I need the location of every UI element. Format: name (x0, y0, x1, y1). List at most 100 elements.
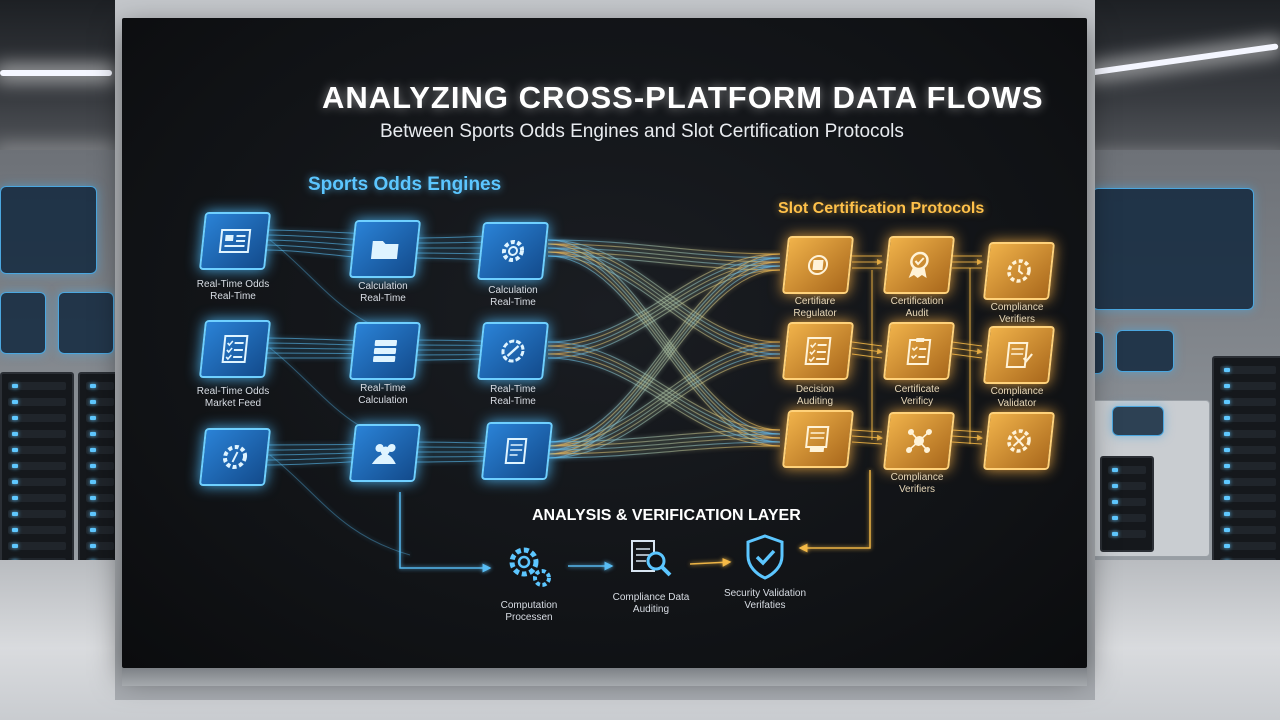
sports-node-4[interactable] (198, 320, 272, 378)
cross-platform-flow (547, 445, 781, 459)
cross-platform-flow (547, 239, 781, 343)
blue-cross-link (269, 454, 411, 556)
cross-platform-flow (547, 433, 781, 447)
sports-node-6[interactable] (476, 322, 550, 380)
sports-node-3[interactable] (476, 222, 550, 280)
gold-connector (951, 434, 983, 441)
cross-platform-flow (547, 251, 781, 443)
rack-led (1224, 528, 1230, 532)
rack-slot (1220, 366, 1276, 374)
kiosk-rack (1100, 456, 1154, 552)
ceiling-light-left (0, 70, 112, 76)
folder-icon (365, 234, 404, 264)
rack-led (1112, 468, 1118, 472)
slot-node-9[interactable] (982, 412, 1056, 470)
slot-node-4[interactable] (781, 322, 855, 380)
slot-node-1[interactable] (781, 236, 855, 294)
rack-led (1224, 416, 1230, 420)
rack-slot (1220, 462, 1276, 470)
wrench-gear-icon (999, 426, 1038, 456)
rack-led (90, 512, 96, 516)
rack-slot (1220, 446, 1276, 454)
sports-node-8[interactable] (348, 424, 422, 482)
gold-connector (951, 347, 983, 355)
rack-led (1224, 368, 1230, 372)
rack-led (90, 448, 96, 452)
dashboard-icon (215, 226, 254, 256)
slot-node-6[interactable] (982, 326, 1056, 384)
rack-led (1224, 496, 1230, 500)
sports-node-9[interactable] (480, 422, 554, 480)
cross-platform-flow (547, 253, 781, 443)
rack-led (12, 544, 18, 548)
slot-node-7[interactable] (781, 410, 855, 468)
cross-platform-flow (547, 239, 781, 255)
gold-connector (851, 341, 883, 347)
rack-led (90, 400, 96, 404)
gear-compass-icon (215, 442, 254, 472)
slot-node-3[interactable] (982, 242, 1056, 300)
database-icon (365, 336, 404, 366)
rack-led (90, 496, 96, 500)
gold-connector (851, 434, 883, 441)
cross-platform-flow (547, 429, 781, 443)
cross-platform-flow (547, 437, 781, 451)
rack-slot (86, 526, 114, 534)
magnifier-document-icon[interactable] (626, 537, 676, 587)
gold-connector (851, 353, 883, 359)
cross-platform-flow (547, 247, 781, 263)
rack-slot (8, 446, 66, 454)
rack-slot (1220, 542, 1276, 550)
gold-connector (851, 347, 883, 355)
rack-led (12, 416, 18, 420)
slot-node-5[interactable] (882, 322, 956, 380)
rack-led (90, 384, 96, 388)
sports-node-5[interactable] (348, 322, 422, 380)
sports-node-1[interactable] (198, 212, 272, 270)
rack-slot (1108, 530, 1146, 538)
rack-led (1112, 532, 1118, 536)
cross-platform-flow (547, 239, 781, 431)
users-icon (365, 438, 404, 468)
shield-gear-icon (999, 256, 1038, 286)
checklist-icon (215, 334, 254, 364)
analysis-flow-out (798, 470, 871, 553)
rack-led (12, 512, 18, 516)
sports-node-2[interactable] (348, 220, 422, 278)
report-icon (798, 424, 837, 454)
rack-slot (8, 526, 66, 534)
rack-slot (1220, 398, 1276, 406)
cross-platform-flow (547, 345, 781, 435)
rack-slot (86, 446, 114, 454)
rack-led (1112, 516, 1118, 520)
rack-slot (1220, 494, 1276, 502)
security-shield-icon[interactable] (740, 532, 790, 582)
rack-slot (86, 494, 114, 502)
slot-node-8[interactable] (882, 412, 956, 470)
rack-slot (1108, 482, 1146, 490)
rack-slot (8, 494, 66, 502)
board-base (122, 668, 1087, 686)
gold-connector (951, 353, 983, 359)
rack-slot (8, 462, 66, 470)
rack-led (90, 544, 96, 548)
sports-node-7[interactable] (198, 428, 272, 486)
gears-icon[interactable] (504, 540, 554, 590)
rack-slot (1220, 526, 1276, 534)
rack-slot (8, 510, 66, 518)
cross-platform-flow (547, 353, 781, 443)
left-wall-display-3 (58, 292, 114, 354)
checklist-icon (798, 336, 837, 366)
rack-slot (8, 382, 66, 390)
slot-node-2[interactable] (882, 236, 956, 294)
badge-icon (899, 250, 938, 280)
left-wall-display-1 (0, 186, 97, 274)
